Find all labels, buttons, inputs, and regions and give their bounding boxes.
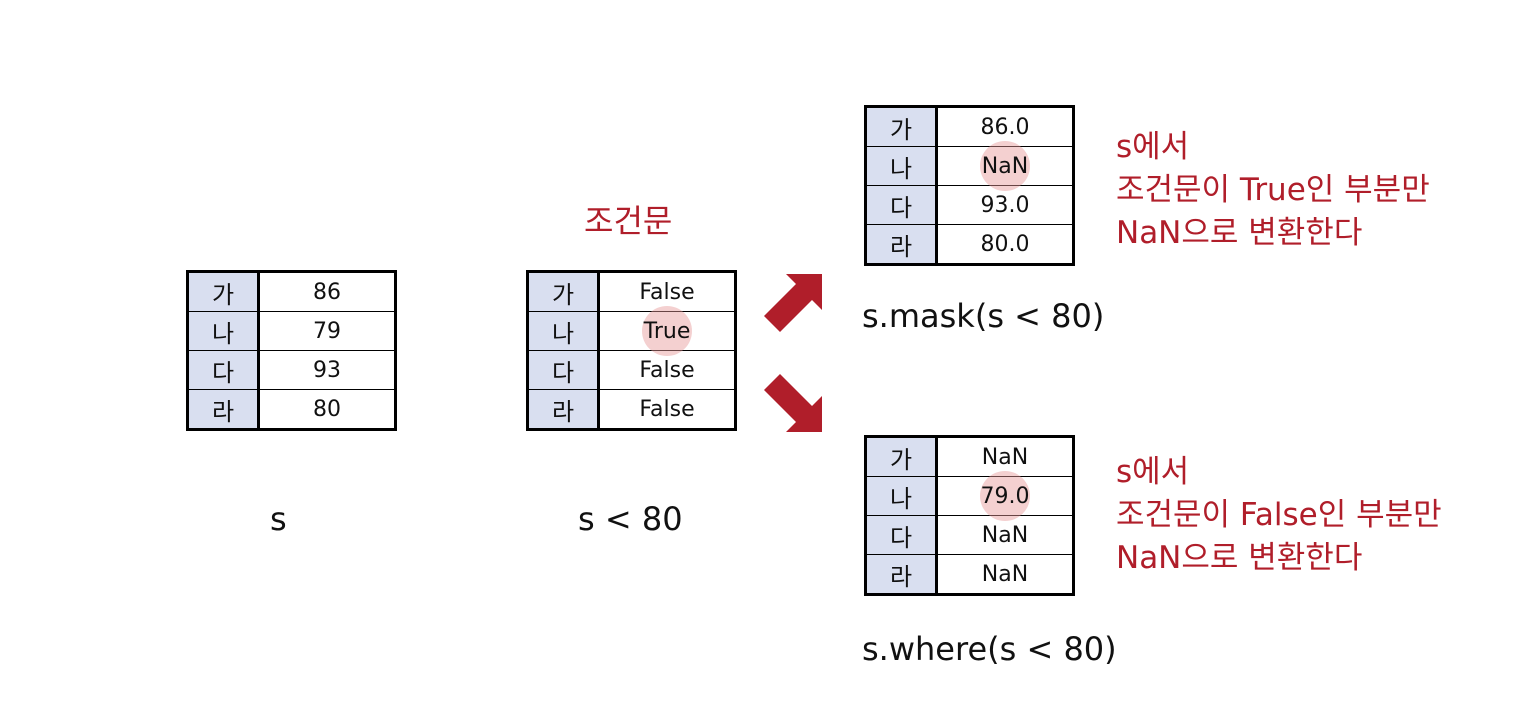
arrow-down-right-icon (764, 374, 822, 432)
series-caption: s (270, 500, 287, 538)
index-cell: 나 (865, 146, 938, 186)
highlight-circle (980, 141, 1030, 191)
table-row: 나 True (527, 306, 736, 356)
note-line: NaN으로 변환한다 (1116, 215, 1363, 251)
condition-heading: 조건문 (584, 202, 673, 240)
where-note: s에서 조건문이 False인 부분만 NaN으로 변환한다 (1116, 451, 1442, 580)
table-row: 라 NaN (865, 554, 1074, 595)
index-cell: 라 (865, 554, 938, 595)
table-row: 다 False (527, 350, 736, 390)
table-row: 가 86.0 (865, 106, 1074, 147)
table-row: 나 79 (187, 311, 396, 351)
value-cell: 79 (258, 311, 396, 351)
highlight-circle (642, 306, 692, 356)
highlight-circle (980, 471, 1030, 521)
where-caption: s.where(s < 80) (862, 630, 1117, 668)
value-cell: NaN (936, 515, 1074, 555)
mask-caption: s.mask(s < 80) (862, 297, 1105, 335)
index-cell: 라 (187, 389, 260, 430)
table-row: 다 93 (187, 350, 396, 390)
table-row: 가 NaN (865, 436, 1074, 477)
value-text: 79.0 (980, 483, 1030, 509)
table-row: 다 93.0 (865, 185, 1074, 225)
value-cell-highlighted: 79.0 (936, 471, 1074, 521)
table-row: 라 False (527, 389, 736, 430)
where-table: 가 NaN 나 79.0 다 NaN 라 NaN (864, 435, 1075, 596)
note-line: s에서 (1116, 454, 1190, 490)
table-row: 가 False (527, 271, 736, 312)
value-cell: 93.0 (936, 185, 1074, 225)
index-cell: 가 (865, 436, 938, 477)
note-line: NaN으로 변환한다 (1116, 540, 1363, 576)
note-line: s에서 (1116, 129, 1190, 165)
note-line: 조건문이 True인 부분만 (1116, 172, 1430, 208)
value-cell: False (598, 271, 736, 312)
value-cell: 80.0 (936, 224, 1074, 265)
note-line: 조건문이 False인 부분만 (1116, 497, 1442, 533)
arrow-up-right-icon (764, 274, 822, 332)
value-cell-highlighted: NaN (936, 141, 1074, 191)
value-cell: 80 (258, 389, 396, 430)
index-cell: 다 (865, 515, 938, 555)
index-cell: 나 (187, 311, 260, 351)
series-table: 가 86 나 79 다 93 라 80 (186, 270, 397, 431)
value-cell: 93 (258, 350, 396, 390)
index-cell: 라 (527, 389, 600, 430)
condition-table: 가 False 나 True 다 False 라 False (526, 270, 737, 431)
table-row: 나 NaN (865, 141, 1074, 191)
value-cell: NaN (936, 554, 1074, 595)
index-cell: 다 (865, 185, 938, 225)
table-row: 나 79.0 (865, 471, 1074, 521)
index-cell: 가 (527, 271, 600, 312)
value-cell: False (598, 350, 736, 390)
index-cell: 가 (865, 106, 938, 147)
index-cell: 다 (187, 350, 260, 390)
index-cell: 라 (865, 224, 938, 265)
value-cell: 86 (258, 271, 396, 312)
value-cell-highlighted: True (598, 306, 736, 356)
value-text: NaN (981, 153, 1029, 179)
table-row: 라 80 (187, 389, 396, 430)
mask-note: s에서 조건문이 True인 부분만 NaN으로 변환한다 (1116, 126, 1430, 255)
value-text: True (643, 318, 691, 344)
table-row: 다 NaN (865, 515, 1074, 555)
value-cell: False (598, 389, 736, 430)
table-row: 가 86 (187, 271, 396, 312)
index-cell: 나 (527, 311, 600, 351)
mask-table: 가 86.0 나 NaN 다 93.0 라 80.0 (864, 105, 1075, 266)
index-cell: 나 (865, 476, 938, 516)
condition-caption: s < 80 (578, 500, 683, 538)
index-cell: 가 (187, 271, 260, 312)
table-row: 라 80.0 (865, 224, 1074, 265)
index-cell: 다 (527, 350, 600, 390)
